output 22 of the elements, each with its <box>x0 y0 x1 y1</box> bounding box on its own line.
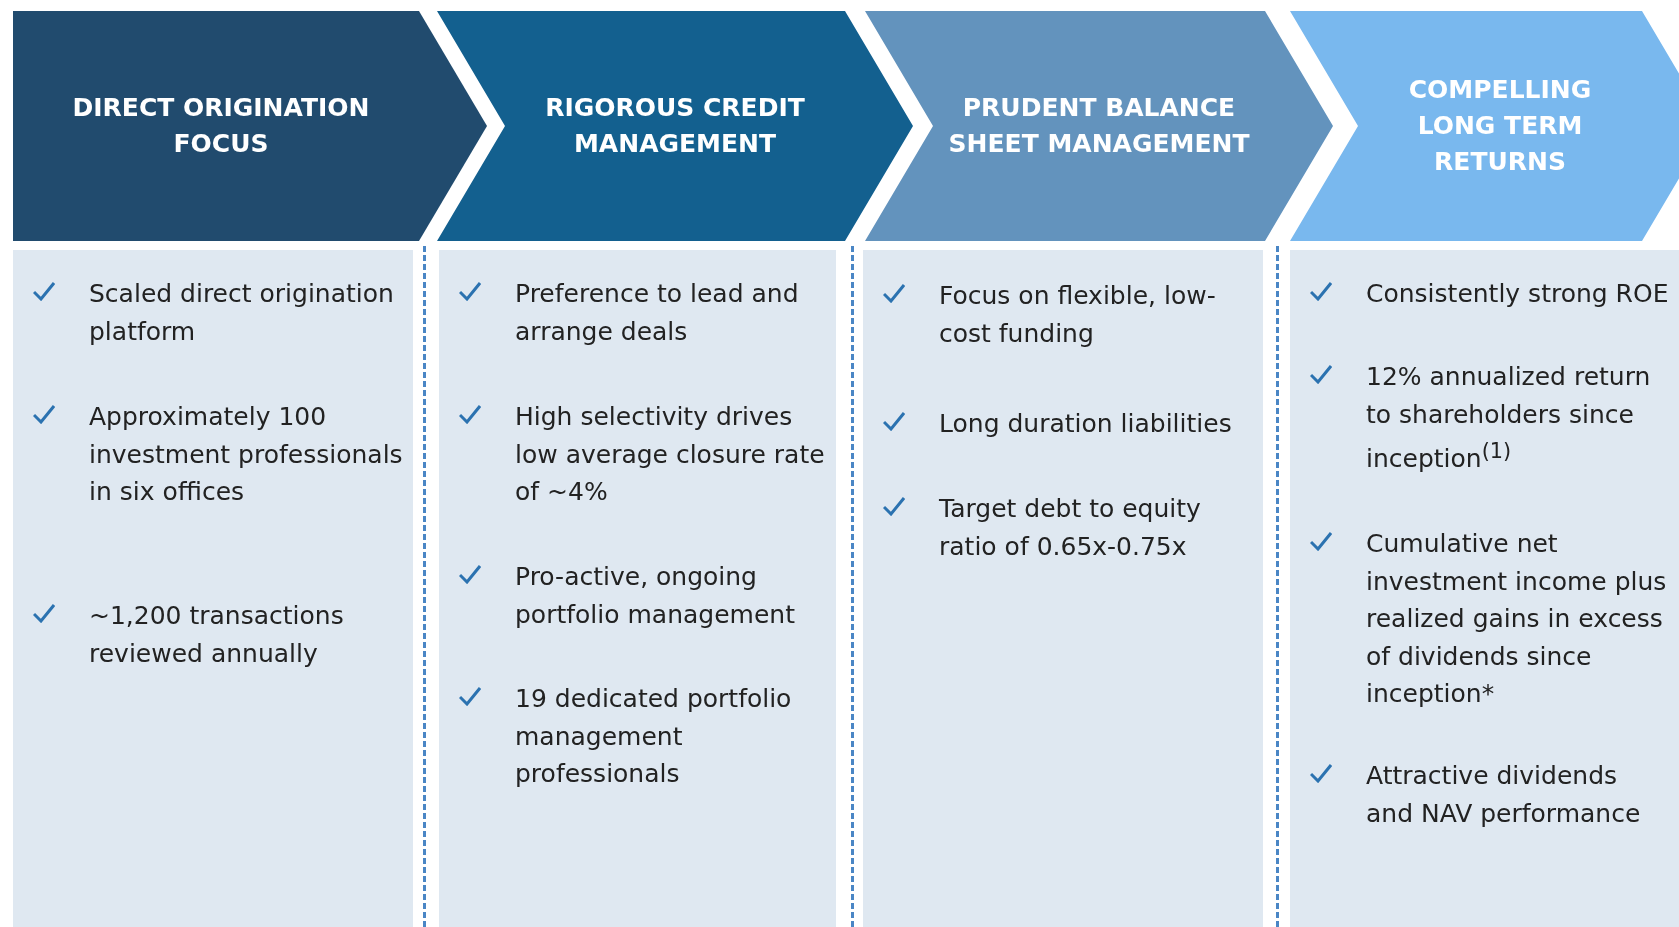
column-panel <box>863 250 1263 927</box>
bullet-text: Cumulative net investment income plus realized gains in excess of dividends since inception* <box>1366 528 1668 710</box>
column-panel <box>1290 250 1679 927</box>
step-title: PRUDENT BALANCE SHEET MANAGEMENT <box>947 92 1251 160</box>
bullet-text: Long duration liabilities <box>939 408 1233 440</box>
bullet-text: Approximately 100 investment professionals in six offices <box>89 401 403 508</box>
bullet-text: 12% annualized return to shareholders since inception$^{(1)}$ <box>1366 361 1652 476</box>
bullet-text: 19 dedicated portfolio management professionals <box>515 683 793 790</box>
bullet-text: Attractive dividends and NAV performance <box>1366 760 1642 830</box>
bullet-text: Target debt to equity ratio of 0.65x-0.75x <box>939 493 1202 563</box>
column-panel <box>439 250 836 927</box>
step-title: COMPELLING LONG TERM RETURNS <box>1407 74 1593 178</box>
step-title: RIGOROUS CREDIT MANAGEMENT <box>544 92 806 160</box>
column-panel <box>13 250 413 927</box>
bullet-text: Preference to lead and arrange deals <box>515 278 800 348</box>
bullet-text: ~1,200 transactions reviewed annually <box>89 600 345 670</box>
bullet-text: Scaled direct origination platform <box>89 278 395 348</box>
step-title: DIRECT ORIGINATION FOCUS <box>71 92 371 160</box>
bullet-text: High selectivity drives low average closure rate of ~4% <box>515 401 826 508</box>
bullet-text: Focus on flexible, low-cost funding <box>939 280 1217 350</box>
bullet-text: Pro-active, ongoing portfolio management <box>515 561 796 631</box>
bullet-text: Consistently strong ROE <box>1366 278 1669 310</box>
